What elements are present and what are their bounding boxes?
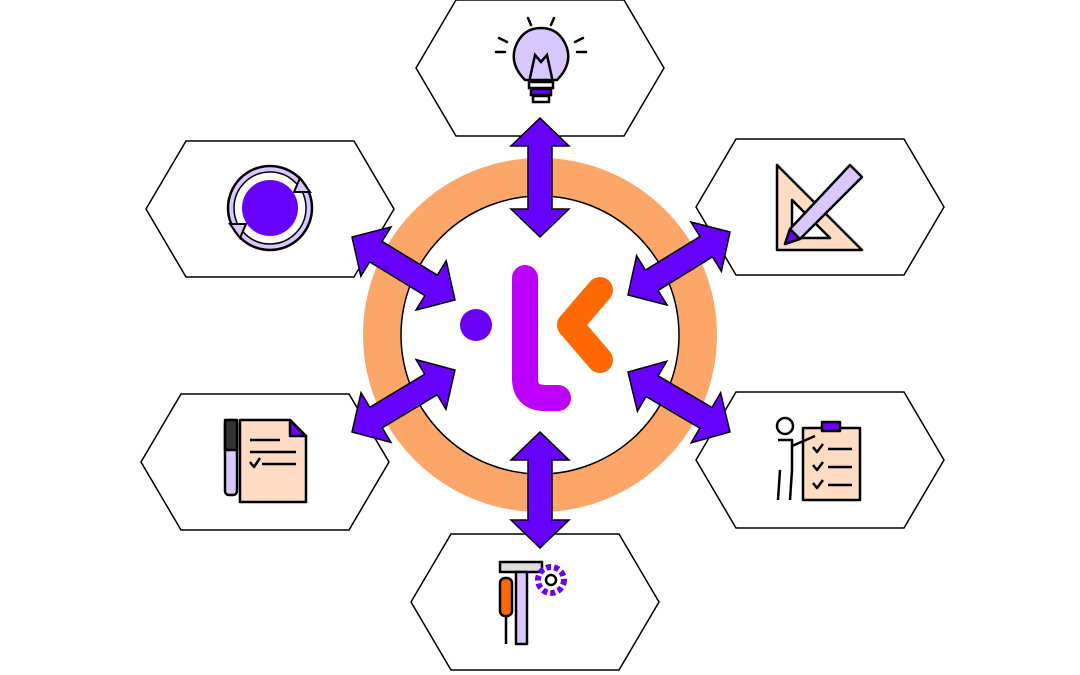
double-arrow-lower-left [351,358,456,444]
hexagon-tools [410,533,660,671]
double-arrow-lower-right [627,359,731,445]
double-arrow-upper-left [351,225,456,312]
lightbulb-icon [494,16,588,104]
logo-l [512,265,571,411]
logo [460,265,613,411]
double-arrow-top [509,116,571,239]
double-arrow-bottom [509,430,571,550]
logo-chevron [557,277,613,373]
ruler-pencil-icon [775,163,864,252]
presenter-checklist-icon [775,416,862,502]
cycle-icon [226,164,314,252]
double-arrow-upper-right [627,220,731,307]
tools-gear-icon [498,560,567,646]
logo-dot [460,309,492,341]
document-pen-icon [223,418,308,504]
